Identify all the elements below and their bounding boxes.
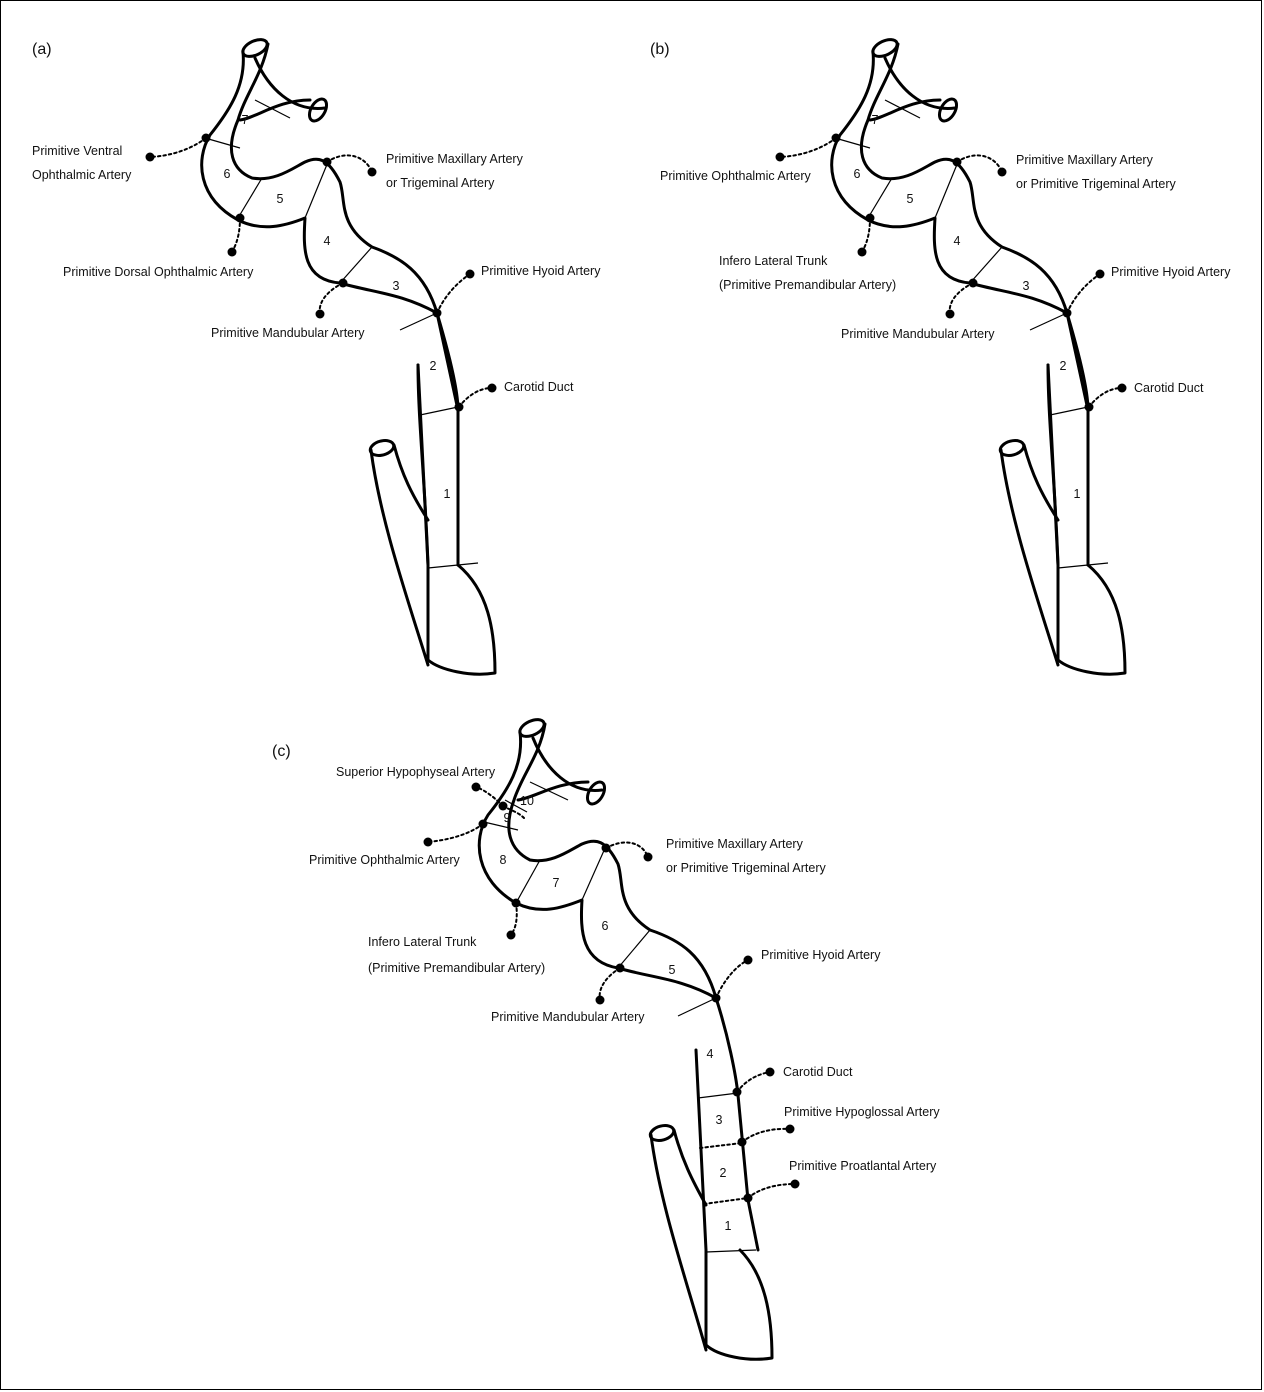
segment-number: 4 xyxy=(954,234,961,248)
label-ventral-ophthalmic: Primitive Ventral xyxy=(32,144,122,158)
segment-number: 7 xyxy=(242,113,249,127)
segment-number: 6 xyxy=(224,167,231,181)
segment-number: 10 xyxy=(520,794,534,808)
segment-number: 2 xyxy=(430,359,437,373)
segment-number: 3 xyxy=(716,1113,723,1127)
label-infero-lateral-trunk: Infero Lateral Trunk xyxy=(368,935,477,949)
segment-number: 6 xyxy=(854,167,861,181)
segment-number: 9 xyxy=(504,811,511,825)
segment-numbers: 1 2 3 4 5 6 7 xyxy=(224,113,451,501)
label-hyoid-artery: Primitive Hyoid Artery xyxy=(1111,265,1231,279)
vessel-outline xyxy=(776,36,1127,674)
label-infero-lateral-trunk: (Primitive Premandibular Artery) xyxy=(368,961,545,975)
label-carotid-duct: Carotid Duct xyxy=(783,1065,853,1079)
vessel-outline xyxy=(202,36,495,674)
panel-a-tag: (a) xyxy=(32,41,52,58)
segment-number: 3 xyxy=(1023,279,1030,293)
segment-number: 4 xyxy=(707,1047,714,1061)
panel-b-tag: (b) xyxy=(650,41,670,58)
panel-b: (b) xyxy=(650,36,1231,674)
segment-number: 1 xyxy=(444,487,451,501)
label-infero-lateral-trunk: Infero Lateral Trunk xyxy=(719,254,828,268)
segment-number: 4 xyxy=(324,234,331,248)
label-hyoid-artery: Primitive Hyoid Artery xyxy=(761,948,881,962)
label-mandibular-artery: Primitive Mandubular Artery xyxy=(211,326,365,340)
panel-a: (a) xyxy=(32,36,601,674)
label-maxillary-artery: Primitive Maxillary Artery xyxy=(1016,153,1154,167)
segment-number: 5 xyxy=(907,192,914,206)
label-infero-lateral-trunk: (Primitive Premandibular Artery) xyxy=(719,278,896,292)
label-maxillary-artery: Primitive Maxillary Artery xyxy=(666,837,804,851)
panel-c-tag: (c) xyxy=(272,743,291,760)
segment-number: 1 xyxy=(725,1219,732,1233)
segment-number: 5 xyxy=(277,192,284,206)
label-hyoid-artery: Primitive Hyoid Artery xyxy=(481,264,601,278)
label-mandibular-artery: Primitive Mandubular Artery xyxy=(841,327,995,341)
label-ophthalmic-artery: Primitive Ophthalmic Artery xyxy=(660,169,811,183)
segment-number: 7 xyxy=(553,876,560,890)
label-maxillary-artery: or Trigeminal Artery xyxy=(386,176,495,190)
labels: Primitive Ventral Ophthalmic Artery Prim… xyxy=(32,144,601,394)
panel-c: (c) 1 2 xyxy=(272,716,940,1359)
segment-number: 7 xyxy=(872,113,879,127)
label-dorsal-ophthalmic: Primitive Dorsal Ophthalmic Artery xyxy=(63,265,254,279)
segment-number: 2 xyxy=(720,1166,727,1180)
label-hypoglossal-artery: Primitive Hypoglossal Artery xyxy=(784,1105,940,1119)
label-ophthalmic-artery: Primitive Ophthalmic Artery xyxy=(309,853,460,867)
segment-number: 1 xyxy=(1074,487,1081,501)
segment-number: 2 xyxy=(1060,359,1067,373)
label-mandibular-artery: Primitive Mandubular Artery xyxy=(491,1010,645,1024)
label-carotid-duct: Carotid Duct xyxy=(504,380,574,394)
label-ventral-ophthalmic: Ophthalmic Artery xyxy=(32,168,132,182)
label-carotid-duct: Carotid Duct xyxy=(1134,381,1204,395)
label-proatlantal-artery: Primitive Proatlantal Artery xyxy=(789,1159,937,1173)
segment-numbers: 1 2 3 4 5 6 7 xyxy=(854,113,1081,501)
segment-number: 6 xyxy=(602,919,609,933)
label-superior-hypophyseal: Superior Hypophyseal Artery xyxy=(336,765,496,779)
label-maxillary-artery: Primitive Maxillary Artery xyxy=(386,152,524,166)
segment-number: 3 xyxy=(393,279,400,293)
segment-number: 5 xyxy=(669,963,676,977)
label-maxillary-artery: or Primitive Trigeminal Artery xyxy=(1016,177,1177,191)
label-maxillary-artery: or Primitive Trigeminal Artery xyxy=(666,861,827,875)
vessel-outline xyxy=(479,716,772,1359)
segment-number: 8 xyxy=(500,853,507,867)
